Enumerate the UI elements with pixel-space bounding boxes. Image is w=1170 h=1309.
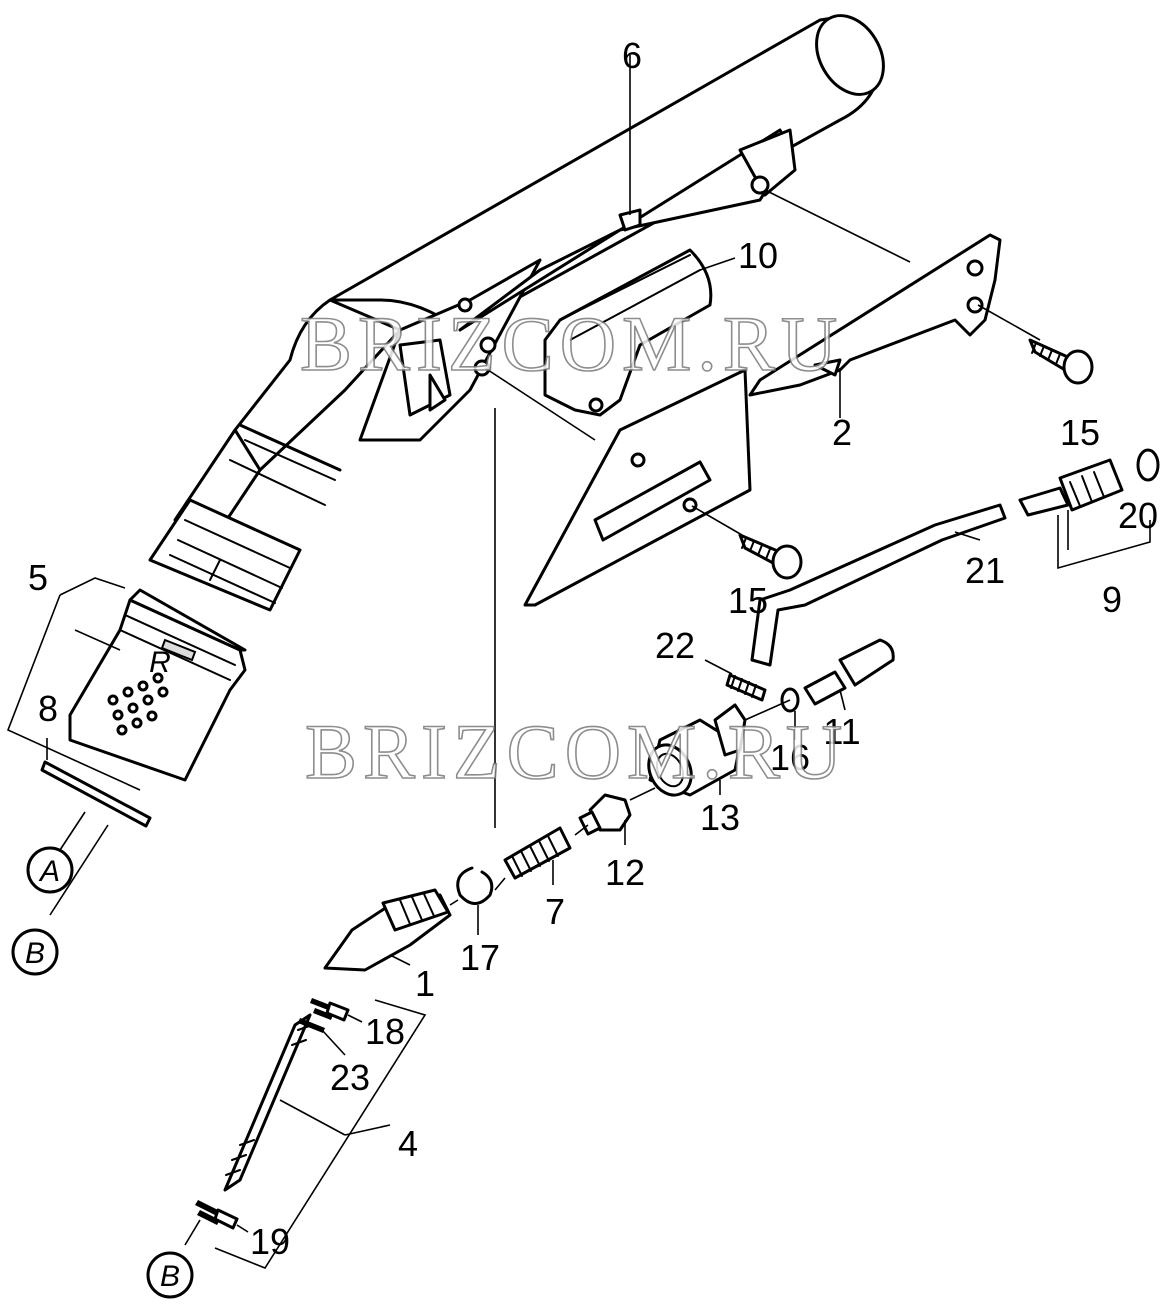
callout-11: 11	[823, 711, 860, 752]
part-8-rod	[40, 738, 152, 916]
part-2-trigger-plate	[748, 189, 1002, 418]
part-20-o-ring	[1136, 448, 1160, 482]
callout-12: 12	[605, 852, 645, 893]
part-6-handle-tube	[148, 14, 885, 612]
part-10-trigger	[543, 248, 736, 417]
part-4-lance-insert	[214, 999, 427, 1269]
callout-2: 2	[832, 412, 852, 453]
part-13-valve-housing	[647, 699, 791, 797]
svg-text:A: A	[38, 855, 60, 888]
part-21-tube	[750, 503, 1007, 667]
part-7-spring	[503, 824, 589, 885]
part-5-nozzle: R	[6, 577, 247, 791]
callout-15-bottom: 15	[728, 580, 768, 621]
part-19-o-rings	[184, 1200, 249, 1246]
connector-a: A	[26, 846, 74, 894]
callout-23: 23	[330, 1057, 370, 1098]
callout-20: 20	[1118, 495, 1158, 536]
callout-6: 6	[622, 35, 642, 76]
part-12-valve-seat	[578, 787, 656, 845]
callout-7: 7	[545, 891, 565, 932]
side-plate	[484, 367, 752, 607]
callout-15-top: 15	[1060, 412, 1100, 453]
callout-17: 17	[460, 937, 500, 978]
nozzle-marking: R	[149, 646, 171, 679]
callout-1: 1	[415, 963, 435, 1004]
svg-text:B: B	[160, 1260, 180, 1293]
callout-9: 9	[1102, 579, 1122, 620]
part-9-connector	[1018, 458, 1151, 570]
part-23-o-ring	[298, 1018, 346, 1056]
part-22-spring	[704, 659, 767, 702]
callout-22: 22	[655, 625, 695, 666]
part-17-circlip	[456, 866, 506, 935]
connector-b-left: B	[11, 928, 59, 976]
svg-text:B: B	[25, 937, 45, 970]
callout-21: 21	[965, 550, 1005, 591]
part-18-o-rings	[310, 998, 363, 1023]
watermark-top: BRIZCOM.RU	[300, 300, 843, 387]
part-15-screw-top	[977, 304, 1094, 385]
part-1-jet-holder	[323, 888, 459, 972]
callout-8: 8	[38, 688, 58, 729]
connector-b-bottom: B	[146, 1251, 194, 1299]
callout-19: 19	[250, 1221, 290, 1262]
callout-13: 13	[700, 797, 740, 838]
nozzle-holes	[107, 672, 169, 736]
callout-10: 10	[738, 235, 778, 276]
part-11-valve-pin	[803, 638, 895, 711]
watermark-middle: BRIZCOM.RU	[305, 708, 848, 795]
callout-4: 4	[398, 1123, 418, 1164]
callout-5: 5	[28, 557, 48, 598]
callout-18: 18	[365, 1011, 405, 1052]
part-15-screw-bottom	[691, 505, 803, 580]
callout-16: 16	[770, 737, 810, 778]
